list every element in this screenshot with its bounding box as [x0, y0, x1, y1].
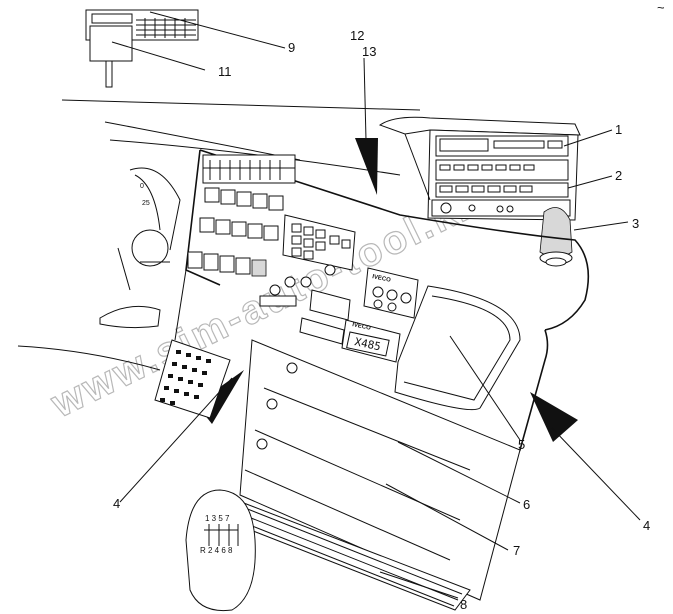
- gauge-tick-25: 25: [142, 200, 150, 207]
- leader-lines: [119, 129, 641, 599]
- brand-label-bottom: IVECO: [352, 322, 372, 332]
- corner-mark: ~: [657, 0, 665, 15]
- gauge-tick-0: 0: [140, 183, 144, 190]
- view-arrow-top: [355, 138, 378, 195]
- callout-1: 1: [615, 122, 622, 137]
- gear-lever-knob: [539, 207, 573, 267]
- callout-13: 13: [362, 44, 376, 59]
- gear-shift-knob: 1 3 5 7 R 2 4 6 8: [185, 489, 256, 612]
- callout-4-right: 4: [643, 518, 650, 533]
- callout-7: 7: [513, 543, 520, 558]
- radio-console: [378, 116, 581, 221]
- callout-12: 12: [350, 28, 364, 43]
- gear-pattern-top: 1 3 5 7: [205, 514, 230, 523]
- callout-11: 11: [218, 64, 232, 79]
- callout-9: 9: [288, 40, 295, 55]
- callout-8: 8: [460, 597, 467, 612]
- callout-4-left: 4: [113, 496, 120, 511]
- view-arrow-right: [530, 392, 578, 442]
- gear-pattern-bottom: R 2 4 6 8: [200, 546, 233, 555]
- instrument-cluster: 0 25: [99, 167, 181, 329]
- callout-6: 6: [523, 497, 530, 512]
- callout-3: 3: [632, 216, 639, 231]
- lcd-readout: X485: [353, 335, 382, 353]
- callout-2: 2: [615, 168, 622, 183]
- floor-mat-grid: [154, 339, 231, 419]
- callout-5: 5: [518, 437, 525, 452]
- switch-detail-inset: [85, 9, 286, 88]
- brand-label-top: IVECO: [372, 274, 392, 284]
